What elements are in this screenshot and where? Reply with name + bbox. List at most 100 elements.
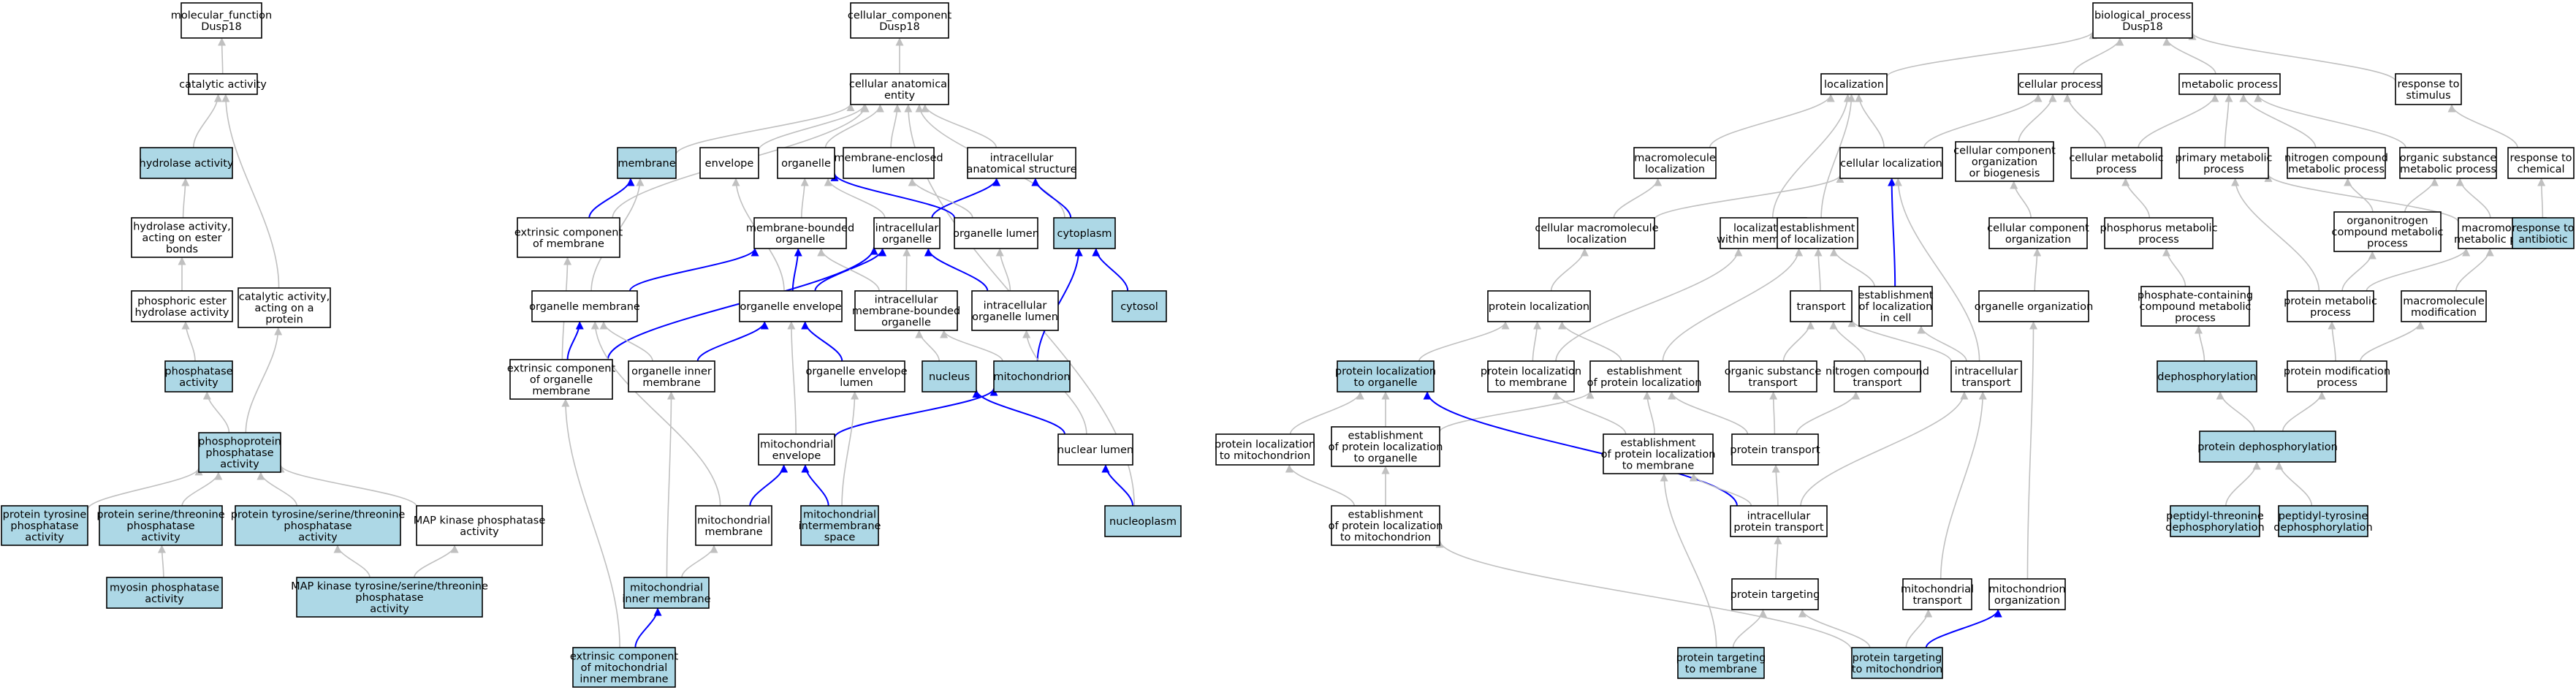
node-label: acting on a	[254, 303, 314, 314]
node-cytosol[interactable]: cytosol	[1112, 290, 1167, 322]
node-cellloc[interactable]: cellular localization	[1839, 147, 1943, 179]
node-pst[interactable]: protein serine/threoninephosphataseactiv…	[96, 505, 225, 546]
node-protloc[interactable]: protein localization	[1487, 290, 1591, 322]
node-nucleus[interactable]: nucleus	[922, 360, 977, 393]
node-cytoplasm[interactable]: cytoplasm	[1053, 217, 1116, 249]
node-omem[interactable]: organelle membrane	[529, 290, 640, 322]
node-hyd[interactable]: hydrolase activity	[140, 147, 234, 179]
edge-pt-to-eopl	[1668, 391, 1749, 435]
node-dephos[interactable]: dephosphorylation	[2157, 360, 2257, 393]
node-envelope[interactable]: envelope	[699, 147, 759, 179]
edge-mel-to-cae	[890, 104, 902, 148]
node-pdephos[interactable]: protein dephosphorylation	[2197, 431, 2338, 463]
node-loc[interactable]: localization	[1820, 73, 1888, 95]
node-mp[interactable]: metabolic process	[2178, 73, 2281, 95]
node-organelle[interactable]: organelle	[777, 147, 835, 179]
node-oo[interactable]: organelle organization	[1975, 290, 2094, 322]
node-oenv[interactable]: organelle envelope	[739, 290, 843, 322]
node-olumen[interactable]: organelle lumen	[953, 217, 1039, 249]
node-nlumen[interactable]: nuclear lumen	[1057, 433, 1133, 466]
node-mapktst[interactable]: MAP kinase tyrosine/serine/threoninephos…	[291, 577, 488, 618]
edge-hydester-to-hyd	[181, 178, 190, 219]
node-label: organonitrogen	[2347, 216, 2428, 227]
node-mito[interactable]: mitochondrion	[993, 360, 1071, 393]
node-membrane[interactable]: membrane	[617, 147, 677, 179]
node-transport[interactable]: transport	[1790, 290, 1853, 322]
node-box	[873, 217, 941, 249]
node-label: mitochondrion	[993, 371, 1070, 383]
node-ptarg[interactable]: protein targeting	[1730, 578, 1820, 610]
node-box	[2178, 147, 2269, 179]
node-ptst[interactable]: protein tyrosine/serine/threoninephospha…	[231, 505, 406, 546]
node-cp[interactable]: cellular process	[2018, 73, 2102, 95]
node-pt[interactable]: protein transport	[1730, 433, 1820, 466]
node-nucleoplasm[interactable]: nucleoplasm	[1104, 505, 1182, 537]
node-cat[interactable]: catalytic activity	[179, 73, 267, 95]
node-label: to membrane	[1495, 377, 1568, 389]
